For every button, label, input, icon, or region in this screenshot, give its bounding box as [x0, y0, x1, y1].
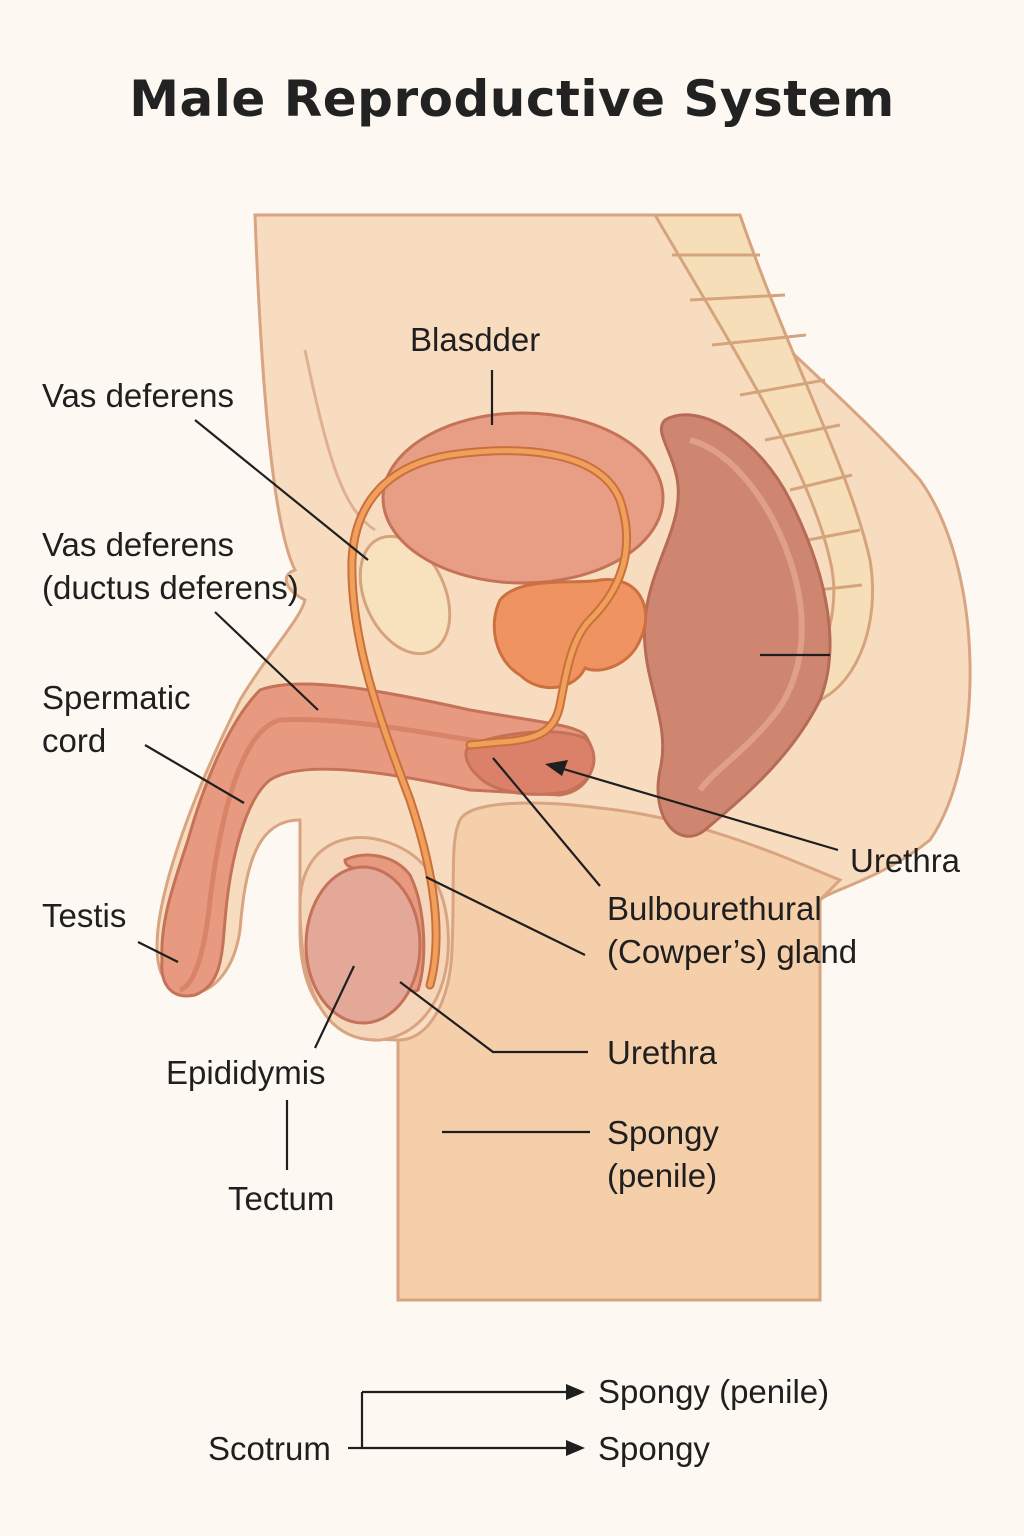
label-spongy-line1: Spongy	[607, 1114, 719, 1151]
label-urethra-upper: Urethra	[850, 842, 961, 879]
diagram-title: Male Reproductive System	[129, 70, 895, 128]
leader-urethra-upper	[559, 766, 839, 852]
leader-cowper	[425, 876, 586, 956]
label-spongy-line2: (penile)	[607, 1157, 718, 1194]
pubic-bone	[358, 534, 452, 656]
belly-line	[303, 349, 376, 532]
label-tectum: Tectum	[228, 1180, 335, 1217]
rectum	[642, 413, 832, 838]
arrowhead-urethra	[545, 760, 568, 776]
legend-arrowhead-1	[566, 1384, 585, 1400]
thigh-shade	[396, 801, 843, 1302]
legend-source-label: Scotrum	[208, 1430, 331, 1467]
legend-target-2: Spongy	[598, 1430, 710, 1467]
spine	[652, 213, 875, 702]
leader-testis	[137, 941, 179, 963]
vas-deferens-tube-fill	[349, 448, 630, 988]
leader-vas-deferens	[194, 419, 369, 561]
testis	[304, 865, 422, 1025]
label-vas-deferens: Vas deferens	[42, 377, 235, 414]
legend-target-1: Spongy (penile)	[598, 1373, 830, 1410]
label-bladder: Blasdder	[410, 321, 541, 358]
leader-epididymis	[314, 965, 355, 1049]
prostate	[492, 578, 648, 690]
label-vas-deferens-ductus-line2: (ductus deferens)	[42, 569, 299, 606]
label-vas-deferens-ductus-line1: Vas deferens	[42, 526, 235, 563]
legend-arrowhead-2	[566, 1440, 585, 1456]
leader-bulbourethral	[492, 757, 601, 887]
label-epididymis: Epididymis	[166, 1054, 326, 1091]
leader-urethra-lower	[399, 981, 588, 1054]
label-spermatic-cord-line2: cord	[42, 722, 107, 759]
leader-spermatic-cord	[144, 744, 245, 804]
label-spermatic-cord-line1: Spermatic	[42, 679, 191, 716]
label-urethra-lower: Urethra	[607, 1034, 718, 1071]
label-testis: Testis	[42, 897, 127, 934]
penis-inner	[178, 716, 571, 993]
leader-vas-deferens-ductus	[214, 611, 319, 711]
rectum-inner	[689, 437, 805, 792]
label-bulbourethral-line1: Bulbourethural	[607, 890, 822, 927]
label-bulbourethral-line2: (Cowper’s) gland	[607, 933, 858, 970]
